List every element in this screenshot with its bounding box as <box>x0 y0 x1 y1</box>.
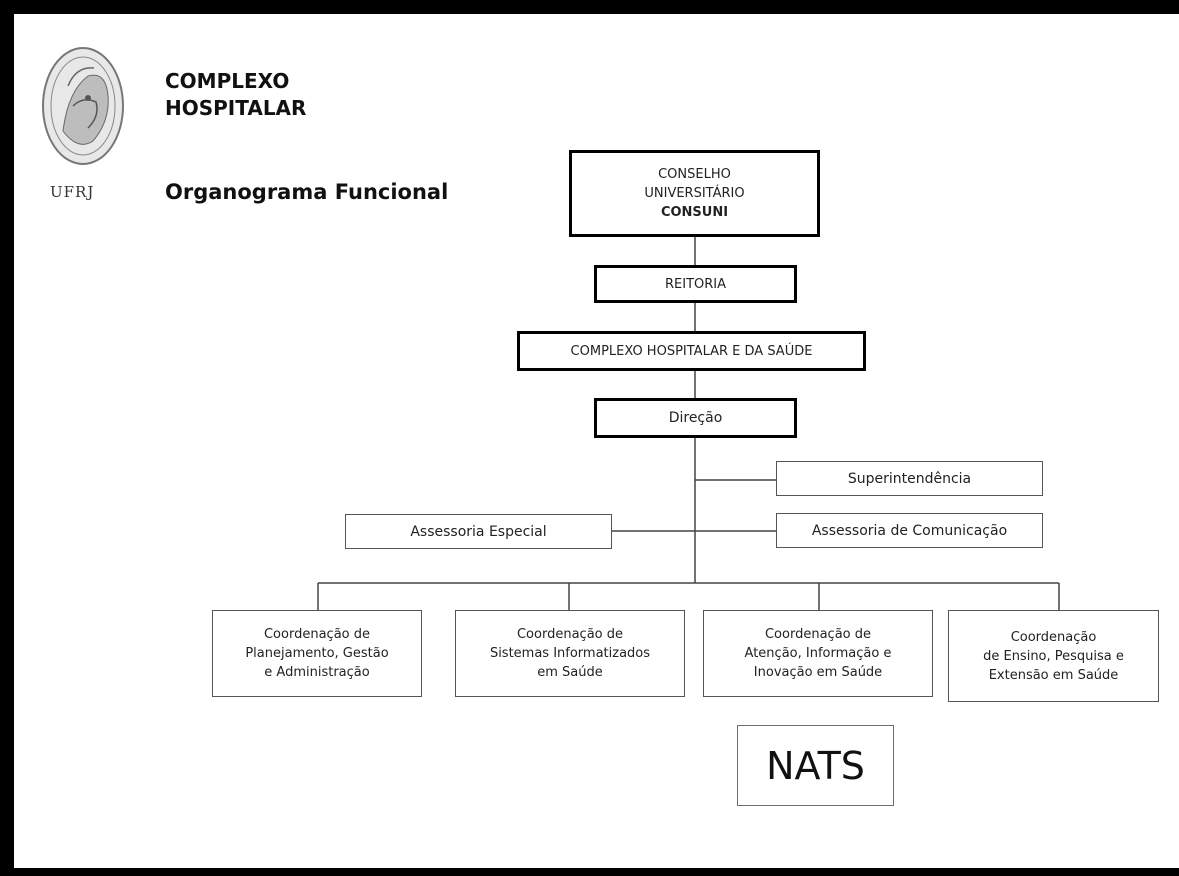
box-reitoria: REITORIA <box>594 265 797 303</box>
consuni-line-2: UNIVERSITÁRIO <box>644 186 745 201</box>
box-coordenacao-ensino: Coordenação de Ensino, Pesquisa e Extens… <box>948 610 1159 702</box>
title-line-1: COMPLEXO <box>165 69 290 93</box>
box-direcao: Direção <box>594 398 797 438</box>
coord-3-line-2: Atenção, Informação e <box>744 646 892 661</box>
page-title: COMPLEXO HOSPITALAR <box>165 68 306 122</box>
direcao-label: Direção <box>668 410 723 426</box>
assessoria-comunicacao-label: Assessoria de Comunicação <box>811 522 1008 539</box>
coord-2-line-2: Sistemas Informatizados <box>489 646 651 661</box>
coord-1-line-1: Coordenação de <box>263 627 370 642</box>
consuni-line-1: CONSELHO <box>658 167 731 182</box>
coord-2-line-1: Coordenação de <box>516 627 623 642</box>
page-subtitle: Organograma Funcional <box>165 180 449 204</box>
coord-4-line-3: Extensão em Saúde <box>988 667 1119 683</box>
box-coordenacao-atencao: Coordenação de Atenção, Informação e Ino… <box>703 610 933 697</box>
box-assessoria-especial: Assessoria Especial <box>345 514 612 549</box>
coord-1-line-2: Planejamento, Gestão <box>245 646 389 661</box>
box-superintendencia: Superintendência <box>776 461 1043 496</box>
coord-1-line-3: e Administração <box>264 665 370 680</box>
coord-3-line-1: Coordenação de <box>764 627 871 642</box>
box-coordenacao-sistemas: Coordenação de Sistemas Informatizados e… <box>455 610 685 697</box>
coord-3-line-3: Inovação em Saúde <box>753 665 883 680</box>
box-assessoria-comunicacao: Assessoria de Comunicação <box>776 513 1043 548</box>
box-coordenacao-planejamento: Coordenação de Planejamento, Gestão e Ad… <box>212 610 422 697</box>
title-line-2: HOSPITALAR <box>165 96 307 120</box>
coord-2-line-3: em Saúde <box>537 665 603 680</box>
nats-callout: NATS <box>737 725 894 806</box>
logo-text: UFRJ <box>50 183 95 201</box>
coord-4-line-2: de Ensino, Pesquisa e <box>983 648 1124 664</box>
superintendencia-label: Superintendência <box>847 470 972 487</box>
reitoria-label: REITORIA <box>664 276 726 292</box>
box-conselho-universitario: CONSELHO UNIVERSITÁRIO CONSUNI <box>569 150 820 237</box>
box-complexo-hospitalar: COMPLEXO HOSPITALAR E DA SAÚDE <box>517 331 866 371</box>
complexo-label: COMPLEXO HOSPITALAR E DA SAÚDE <box>570 343 813 359</box>
ufrj-seal-logo <box>42 47 124 165</box>
coord-4-line-1: Coordenação <box>1010 629 1097 645</box>
consuni-line-3: CONSUNI <box>660 205 729 220</box>
nats-label: NATS <box>766 743 865 788</box>
assessoria-especial-label: Assessoria Especial <box>410 523 547 540</box>
